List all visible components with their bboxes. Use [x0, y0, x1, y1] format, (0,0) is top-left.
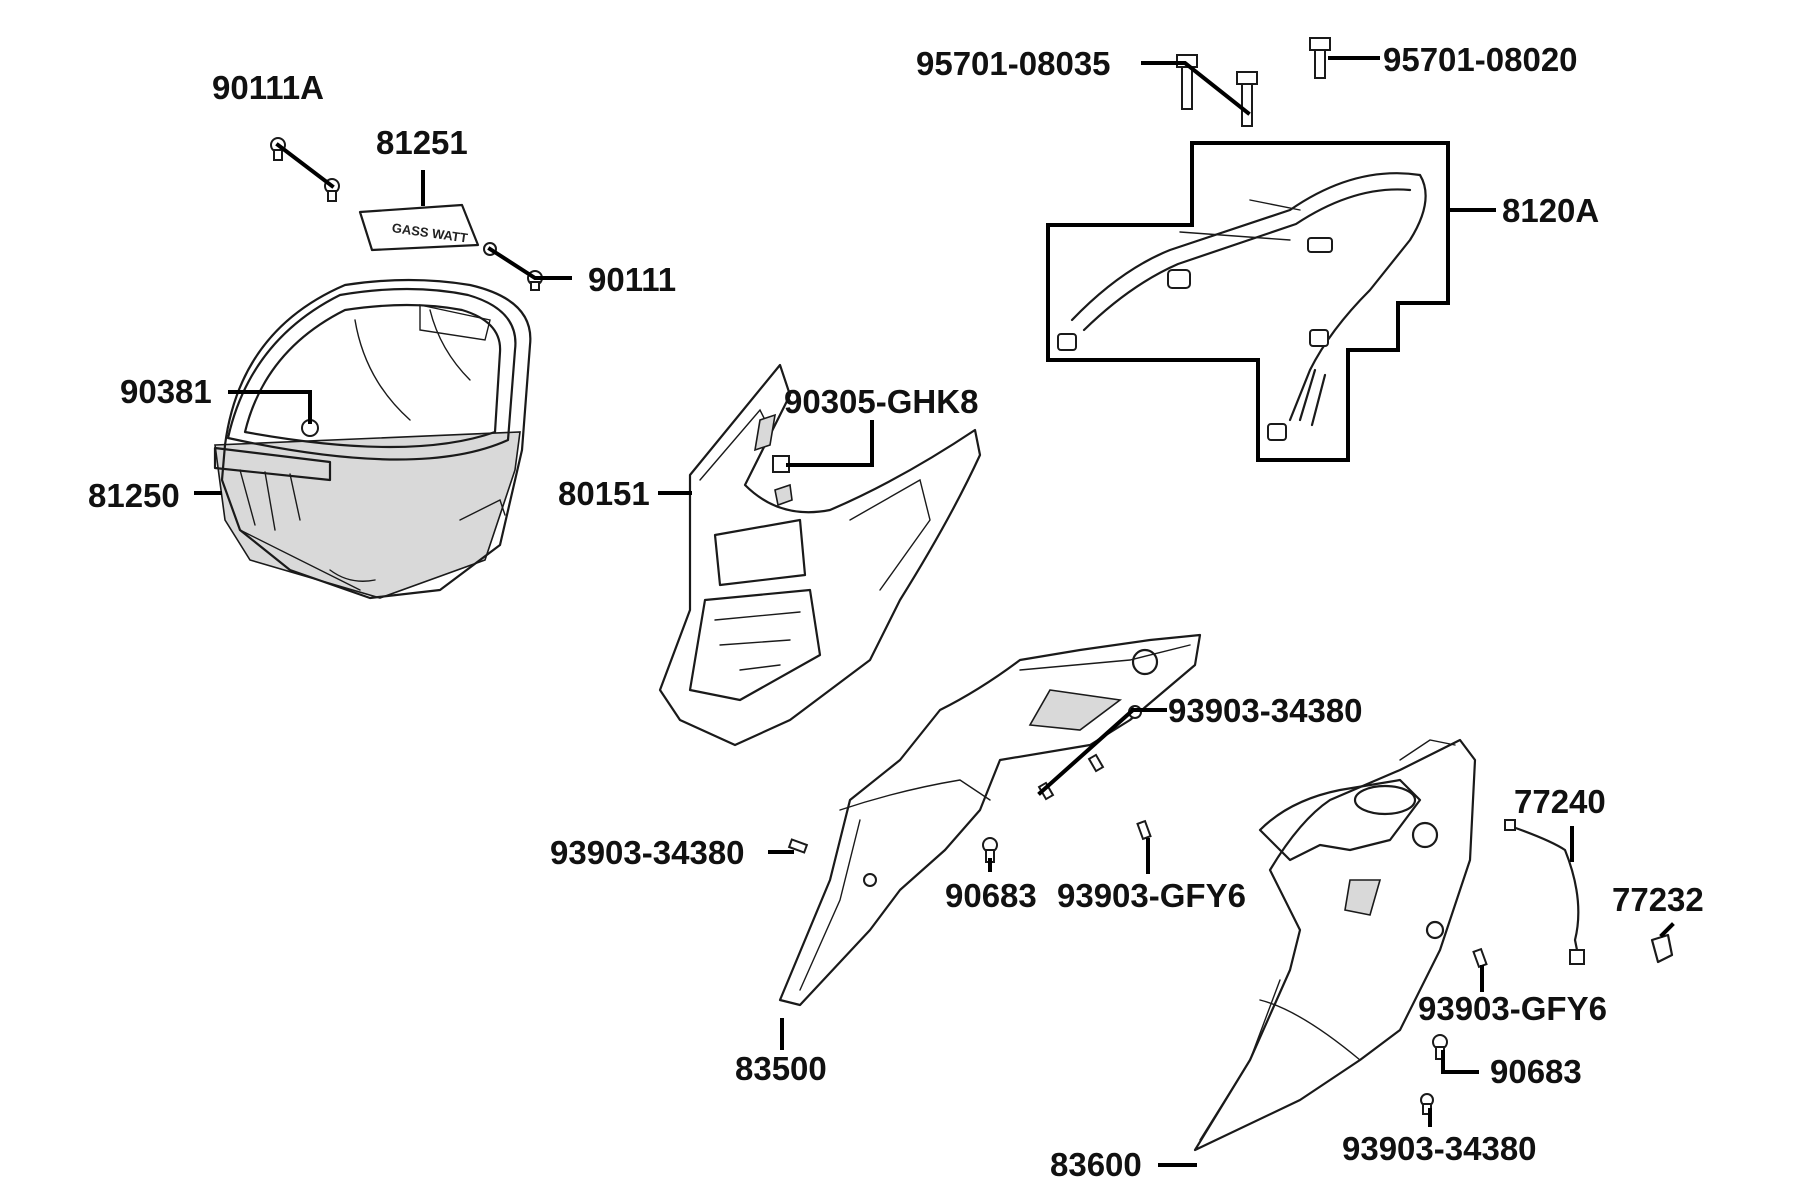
label-93903-34380-mid: 93903-34380 [1168, 692, 1363, 729]
helmet-box-81250 [213, 278, 532, 600]
label-93903-34380-left: 93903-34380 [550, 834, 745, 871]
label-90305-GHK8: 90305-GHK8 [784, 383, 978, 420]
label-90111A: 90111A [212, 69, 324, 106]
label-93903-GFY6-right: 93903-GFY6 [1418, 990, 1607, 1027]
nut-90683-right [1432, 1034, 1448, 1060]
left-side-cover-83500 [778, 633, 1202, 1007]
label-90111: 90111 [588, 261, 676, 298]
label-93903-GFY6-mid: 93903-GFY6 [1057, 877, 1246, 914]
rear-center-cover-80151 [658, 363, 982, 747]
label-83600: 83600 [1050, 1146, 1142, 1183]
bolt-95701-08035-b [1236, 71, 1258, 127]
nut-90683-left [982, 837, 998, 863]
label-81251: 81251 [376, 124, 468, 161]
leader-lines [194, 56, 1675, 1167]
rear-carrier-8120A [1046, 141, 1450, 462]
screw-93903-GFY6-right [1472, 947, 1488, 969]
label-8120A: 8120A [1502, 192, 1599, 229]
screw-93903-34380-left [787, 838, 809, 854]
label-77232: 77232 [1612, 881, 1704, 918]
right-side-cover-83600 [1193, 738, 1477, 1152]
screw-93903-34380-bottom [1420, 1093, 1434, 1115]
label-77240: 77240 [1514, 783, 1606, 820]
label-95701-08020: 95701-08020 [1383, 41, 1578, 78]
label-81250: 81250 [88, 477, 180, 514]
label-93903-34380-bottom: 93903-34380 [1342, 1130, 1537, 1167]
screw-93903-GFY6-mid [1136, 819, 1152, 841]
lid-text: GASS WATT [391, 220, 469, 245]
label-80151: 80151 [558, 475, 650, 512]
label-90683-left: 90683 [945, 877, 1037, 914]
clip-77232 [1650, 933, 1674, 964]
label-90381: 90381 [120, 373, 212, 410]
bolt-95701-08020 [1309, 37, 1331, 79]
lid-81251: GASS WATT [358, 203, 480, 252]
label-83500: 83500 [735, 1050, 827, 1087]
label-95701-08035: 95701-08035 [916, 45, 1111, 82]
cable-77240 [1504, 819, 1585, 965]
label-90683-right: 90683 [1490, 1053, 1582, 1090]
